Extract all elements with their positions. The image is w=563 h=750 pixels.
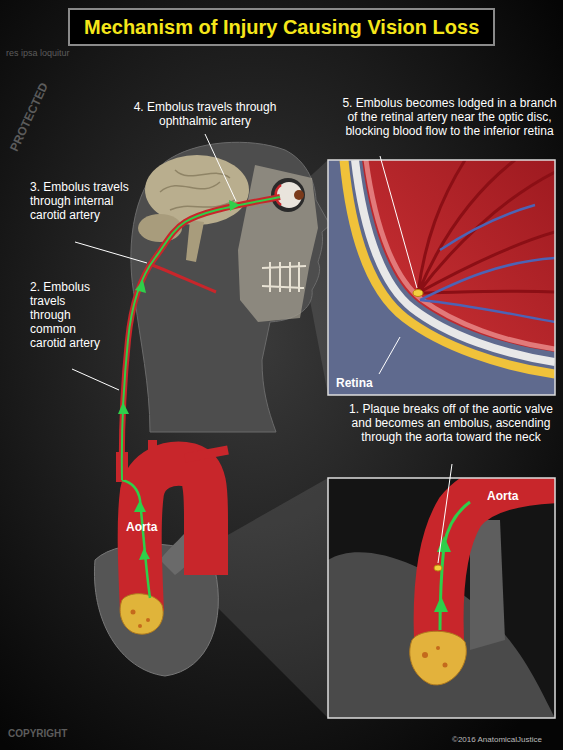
part-label: Retina bbox=[336, 376, 373, 390]
retinal-arteries bbox=[418, 160, 555, 293]
leader-line bbox=[75, 242, 147, 263]
choroid-layer bbox=[355, 160, 555, 362]
sclera-layer bbox=[344, 160, 555, 374]
retina-inset bbox=[328, 160, 555, 395]
flow-arrow bbox=[229, 200, 240, 211]
head bbox=[131, 142, 330, 432]
heart bbox=[94, 440, 228, 676]
callout-text: 4. Embolus travels through ophthalmic ar… bbox=[115, 100, 295, 128]
watermark: COPYRIGHT bbox=[8, 728, 67, 740]
callout-text: 5. Embolus becomes lodged in a branch of… bbox=[342, 96, 557, 138]
iris bbox=[294, 190, 304, 200]
leader-line bbox=[380, 156, 417, 288]
retinal-veins bbox=[420, 205, 555, 322]
leader-line bbox=[438, 464, 452, 563]
skull bbox=[238, 165, 318, 322]
valve-plaque bbox=[120, 594, 163, 635]
optic-nerve bbox=[328, 160, 555, 395]
flow-arrow bbox=[434, 596, 448, 612]
external-carotid bbox=[150, 264, 216, 292]
valve-plaque bbox=[410, 631, 467, 685]
callout-text: 1. Plaque breaks off of the aortic valve… bbox=[342, 402, 560, 444]
embolus-path bbox=[122, 197, 280, 480]
callout-text: 3. Embolus travels through internal caro… bbox=[30, 180, 130, 222]
leader-line bbox=[72, 369, 119, 390]
teeth bbox=[262, 262, 306, 292]
embolus bbox=[413, 290, 423, 297]
subclavian-artery bbox=[185, 450, 228, 458]
callout-text: 2. Embolus travels through common caroti… bbox=[30, 280, 105, 350]
embolus bbox=[434, 565, 442, 571]
brainstem bbox=[186, 220, 204, 262]
retina-layer bbox=[366, 160, 555, 349]
flow-arrow bbox=[437, 536, 451, 552]
retina-bg bbox=[328, 160, 555, 395]
branch-artery bbox=[148, 440, 157, 466]
flow-arrow bbox=[118, 402, 129, 414]
embolus-path bbox=[122, 480, 150, 598]
part-label: Aorta bbox=[126, 520, 157, 534]
inset-border bbox=[328, 160, 555, 395]
leader-line bbox=[205, 134, 236, 201]
inset-border bbox=[328, 478, 555, 718]
part-label: Aorta bbox=[487, 489, 518, 503]
aorta bbox=[439, 478, 555, 660]
flow-arrow bbox=[134, 500, 146, 512]
watermark: res ipsa loquitur bbox=[6, 48, 70, 59]
flow-arrow bbox=[135, 280, 146, 293]
brain-folds bbox=[160, 170, 235, 210]
leader-lines bbox=[72, 134, 452, 563]
aortic-inset bbox=[328, 478, 555, 718]
copyright-note: ©2016 AnatomicalJustice bbox=[452, 735, 542, 745]
carotid-artery bbox=[122, 197, 280, 480]
title-banner: Mechanism of Injury Causing Vision Loss bbox=[68, 8, 495, 46]
leader-line bbox=[379, 337, 400, 374]
pulmonary-trunk bbox=[470, 520, 505, 650]
flow-arrow bbox=[139, 548, 150, 560]
head-silhouette bbox=[131, 142, 330, 432]
